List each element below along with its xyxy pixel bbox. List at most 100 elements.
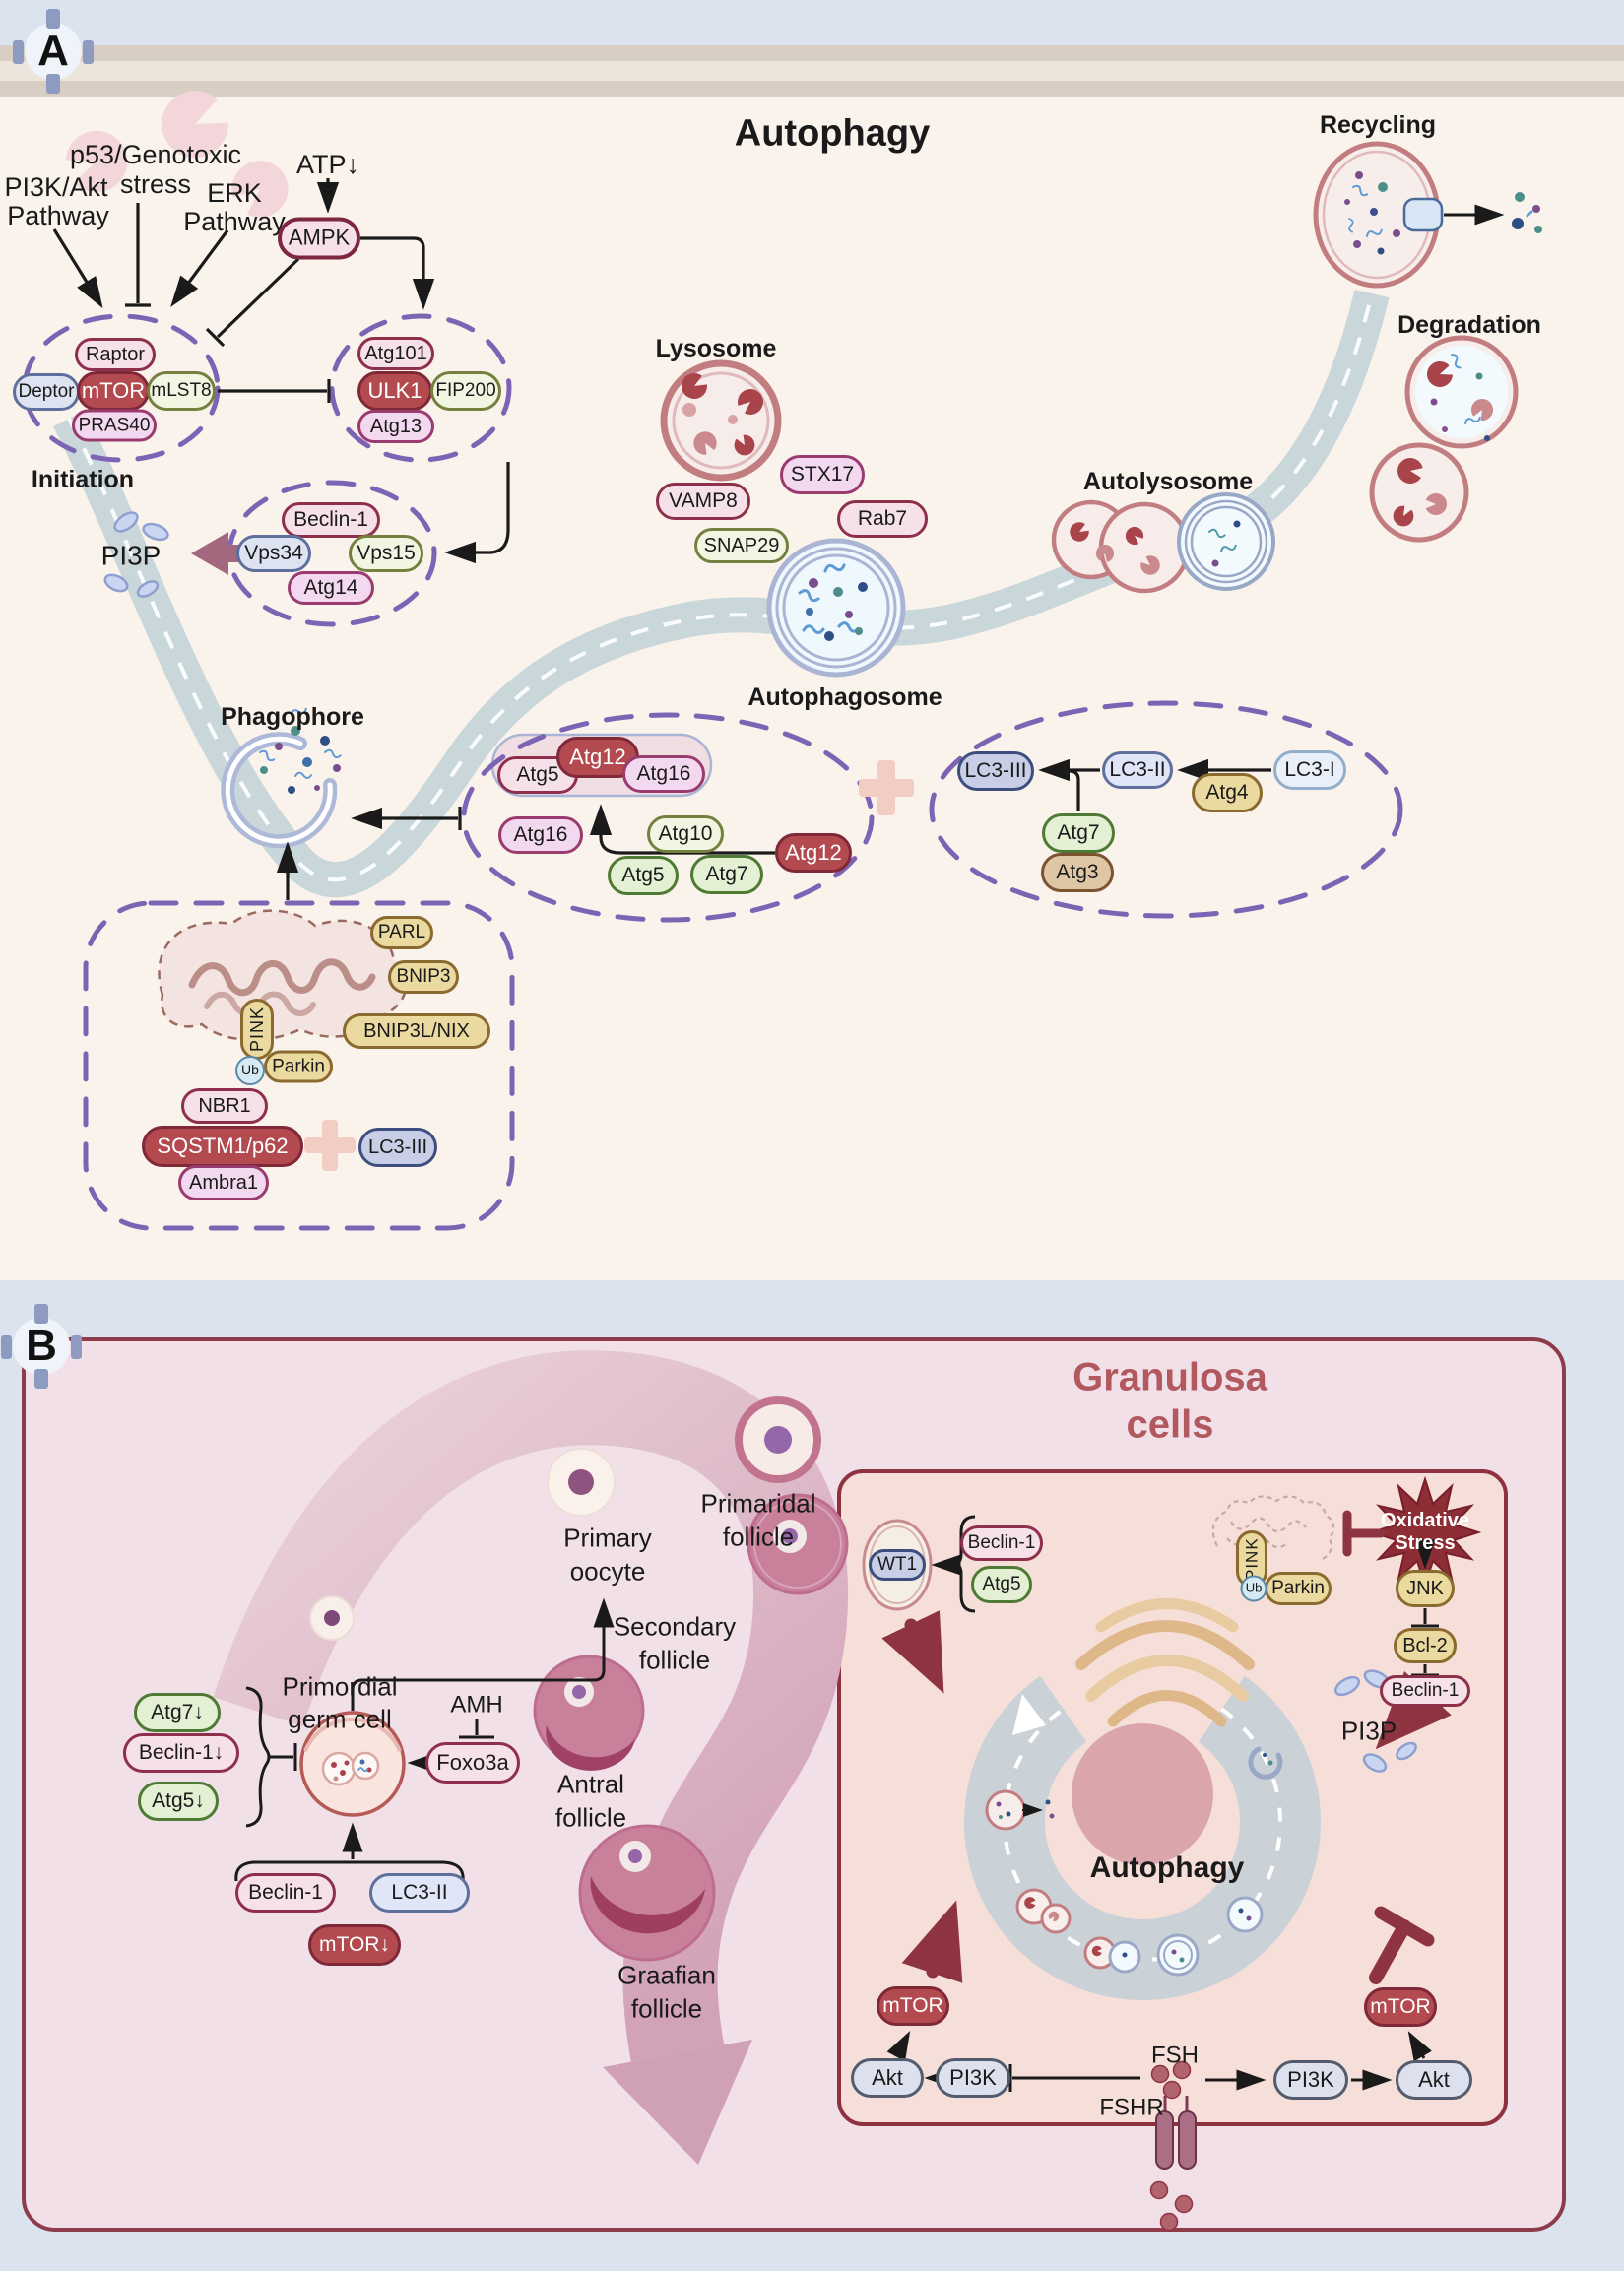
lysosome-label: Lysosome	[655, 335, 777, 362]
parkin-gc-pill: Parkin	[1265, 1572, 1332, 1605]
atp-down-label: ATP↓	[295, 149, 360, 179]
erk-pathway-line2: Pathway	[183, 206, 286, 236]
degradation-label: Degradation	[1397, 311, 1541, 339]
deptor-pill: Deptor	[13, 373, 80, 411]
pi3k-left-pill: PI3K	[936, 2058, 1010, 2098]
oocyte-autophagy-cell-icon	[299, 1711, 406, 1817]
granulosa-title-line1: Granulosa	[1072, 1355, 1267, 1399]
graafian-follicle-icon	[578, 1824, 716, 1962]
nbr1-pill: NBR1	[181, 1088, 268, 1124]
beclin1-down-pill: Beclin-1↓	[123, 1733, 239, 1773]
lc3-ii-pill: LC3-II	[1102, 751, 1173, 789]
ub-pill: Ub	[235, 1056, 265, 1085]
autophagy-cycle-label: Autophagy	[1089, 1851, 1245, 1885]
atg7-green-pill: Atg7	[690, 855, 763, 894]
lysosome-icon	[660, 359, 782, 482]
atg10-pill: Atg10	[647, 815, 724, 853]
atg14-pill: Atg14	[288, 571, 374, 605]
cycle-vesicle-icons	[985, 1694, 1283, 1977]
oxidative-stress-line2: Stress	[1395, 1531, 1456, 1554]
primordial-germ-cell-line1: Primordial	[282, 1671, 398, 1702]
lc3-ii-oocyte-pill: LC3-II	[369, 1873, 470, 1913]
pi3k-akt-pathway-line1: PI3K/Akt	[4, 171, 108, 202]
primaridal-follicle-line2: follicle	[722, 1522, 795, 1552]
pi3p-production-arrow	[191, 532, 264, 575]
vps15-pill: Vps15	[349, 535, 423, 572]
ampk-pill: AMPK	[278, 217, 360, 260]
atg7-down-pill: Atg7↓	[134, 1693, 221, 1732]
atg5-down-pill: Atg5↓	[138, 1782, 219, 1821]
lc3-iii-mito-pill: LC3-III	[358, 1128, 437, 1167]
golgi-icon	[1075, 1598, 1255, 1727]
degradation-vesicle-icon	[1369, 335, 1519, 543]
raptor-pill: Raptor	[75, 338, 156, 371]
nucleus-icon	[1072, 1723, 1213, 1865]
fsh-receptor-icon	[1149, 2060, 1197, 2232]
mtor-pill: mTOR	[77, 371, 150, 411]
granulosa-title-line2: cells	[1126, 1402, 1214, 1447]
primordial-germ-cell-icon	[309, 1595, 355, 1641]
snap29-pill: SNAP29	[694, 528, 789, 563]
panel-b-marker-letter: B	[26, 1322, 57, 1370]
plus-signs	[304, 760, 914, 1171]
lc3-i-pill: LC3-I	[1273, 750, 1346, 790]
dashed-complex-outlines	[22, 313, 1403, 1231]
export-channel-icon	[1402, 197, 1444, 232]
sqstm1-p62-pill: SQSTM1/p62	[142, 1126, 303, 1167]
akt-right-pill: Akt	[1396, 2060, 1472, 2100]
parkin-pill: Parkin	[264, 1050, 333, 1083]
autophagosome-icon	[766, 538, 906, 678]
recycling-label: Recycling	[1319, 111, 1437, 139]
mtor-left-pill: mTOR	[877, 1986, 949, 2026]
panel-b-arrows	[234, 1515, 1439, 2092]
rab7-pill: Rab7	[837, 500, 928, 538]
foxo3a-pill: Foxo3a	[425, 1742, 520, 1784]
pras40-pill: PRAS40	[72, 409, 157, 442]
pi3p-gc-label: PI3P	[1340, 1716, 1397, 1746]
jnk-pill: JNK	[1396, 1570, 1455, 1607]
secondary-follicle-line2: follicle	[638, 1645, 711, 1675]
panel-a-title: Autophagy	[734, 112, 931, 155]
beclin1-pill: Beclin-1	[282, 502, 380, 538]
beclin1-wt1-pill: Beclin-1	[960, 1525, 1043, 1561]
bnip3l-nix-pill: BNIP3L/NIX	[343, 1013, 490, 1049]
mtor-right-pill: mTOR	[1364, 1987, 1437, 2027]
beclin1-jnk-pill: Beclin-1	[1380, 1675, 1470, 1707]
recycling-vesicle-icon	[1313, 141, 1542, 289]
top-tan-band-2	[0, 61, 1624, 81]
atg3-pill: Atg3	[1041, 853, 1114, 892]
vamp8-pill: VAMP8	[656, 483, 750, 520]
ulk1-pill: ULK1	[357, 371, 432, 411]
atg4-pill: Atg4	[1192, 773, 1263, 812]
graafian-follicle-line1: Graafian	[617, 1960, 716, 1990]
stx17-pill: STX17	[780, 455, 865, 494]
atg12-free-pill: Atg12	[775, 833, 852, 873]
top-blue-band	[0, 0, 1624, 45]
top-tan-band-1	[0, 45, 1624, 61]
panel-a-marker-letter: A	[37, 27, 69, 75]
autophagosome-label: Autophagosome	[747, 683, 942, 711]
akt-left-pill: Akt	[851, 2058, 924, 2098]
pink-pill: PINK	[240, 999, 274, 1060]
lc3-iii-pill: LC3-III	[957, 751, 1034, 791]
primaridal-follicle-line1: Primaridal	[700, 1488, 816, 1519]
bnip3-pill: BNIP3	[388, 960, 459, 994]
antral-follicle-line1: Antral	[557, 1769, 624, 1799]
secondary-follicle-icon	[747, 1493, 849, 1595]
mlst8-pill: mLST8	[147, 371, 216, 411]
atg13-pill: Atg13	[357, 410, 434, 443]
atg16-complex-pill: Atg16	[622, 755, 705, 793]
pi3k-right-pill: PI3K	[1273, 2060, 1348, 2100]
mtor-down-pill: mTOR↓	[308, 1924, 401, 1966]
fshr-label: FSHR	[1099, 2094, 1164, 2121]
panel-a-arrows	[52, 178, 1271, 900]
primordial-germ-cell-line2: germ cell	[288, 1704, 392, 1734]
maroon-regulation-arrows	[881, 1510, 1452, 1984]
phagophore-icon	[221, 705, 343, 849]
vps34-pill: Vps34	[236, 535, 311, 572]
wt1-pill: WT1	[869, 1549, 926, 1581]
oxidative-stress-line1: Oxidative	[1380, 1509, 1470, 1531]
antral-follicle-line2: follicle	[554, 1802, 627, 1833]
erk-pathway-line1: ERK	[207, 177, 262, 208]
